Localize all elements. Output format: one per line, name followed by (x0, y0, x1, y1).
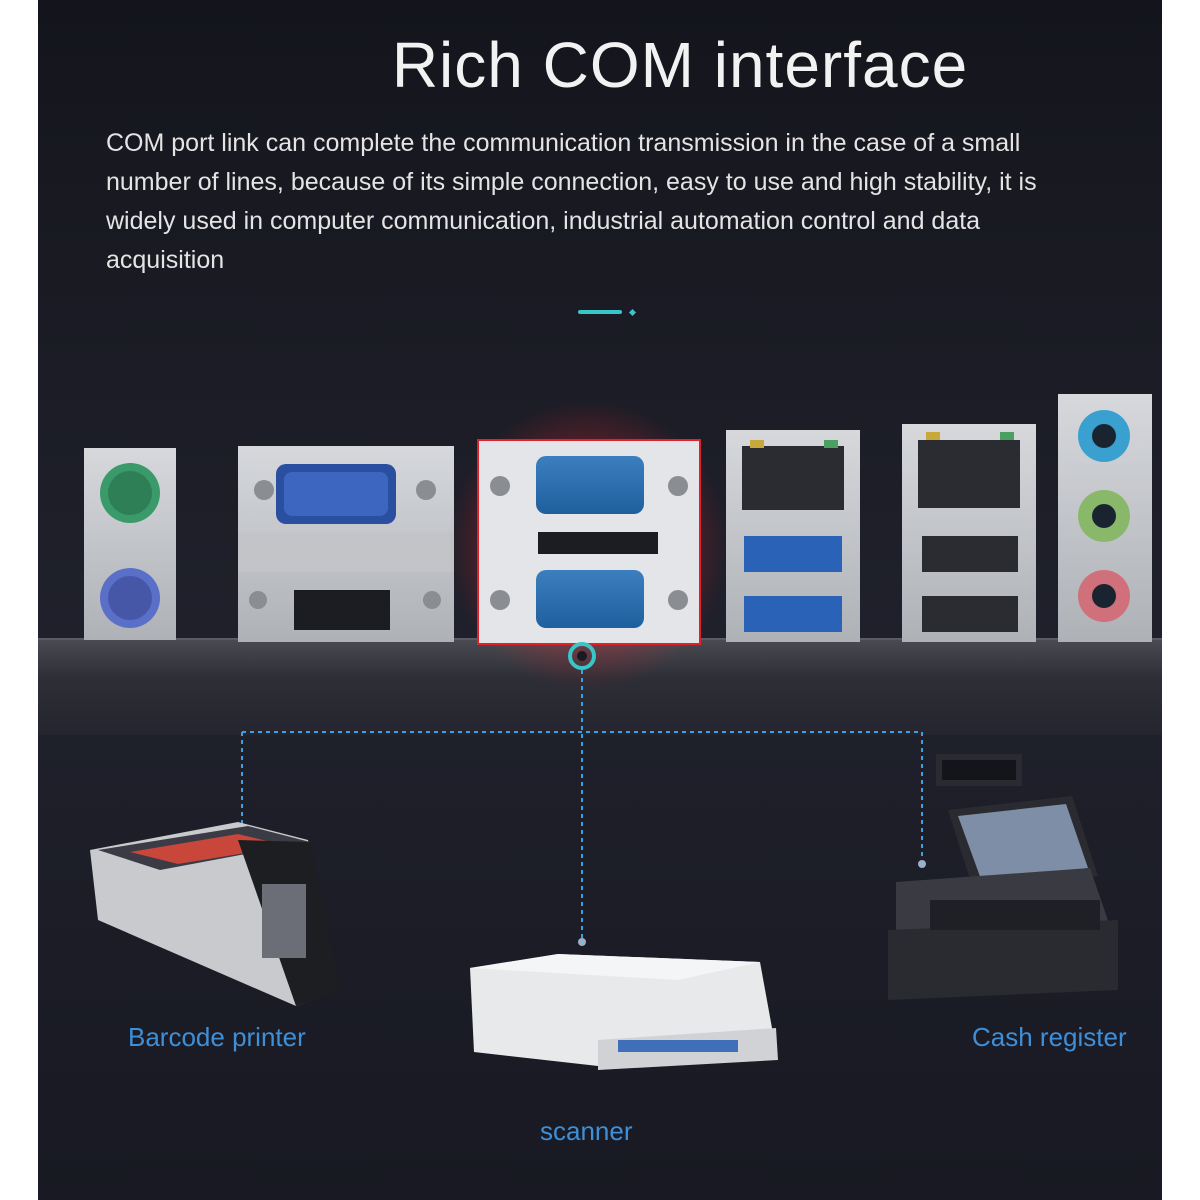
product-banner: Rich COM interface COM port link can com… (38, 0, 1162, 1200)
usb-port-icon (922, 536, 1018, 632)
description-text: COM port link can complete the communica… (106, 129, 1037, 274)
audio-jack-icon (1058, 394, 1152, 642)
label-scanner: scanner (540, 1116, 633, 1146)
com-port-icon (477, 439, 701, 645)
hdmi-port-icon (249, 590, 441, 630)
connector-end-dot (918, 860, 926, 868)
page-title: Rich COM interface (391, 29, 969, 101)
io-panel-illustration (84, 394, 1152, 1070)
connector-node-center (577, 651, 587, 661)
usb-port-icon (744, 536, 842, 632)
cash-register-image (888, 754, 1118, 1000)
connector-node (568, 642, 596, 670)
label-barcode-printer: Barcode printer (128, 1022, 306, 1052)
connector-lines (241, 670, 923, 940)
label-cash-register: Cash register (972, 1022, 1127, 1052)
scanner-image (470, 954, 778, 1070)
connector-end-dot (578, 938, 586, 946)
accent-bar (578, 310, 622, 314)
barcode-printer-image (90, 822, 340, 1006)
ps2-port-icon (84, 448, 176, 640)
